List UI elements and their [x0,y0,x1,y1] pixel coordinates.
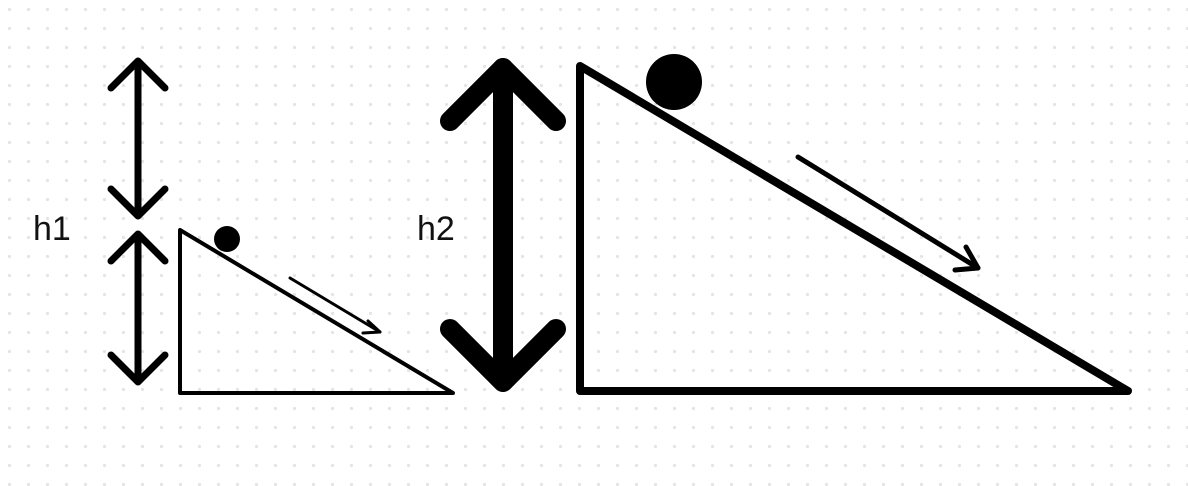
small-height-lower-arrowhead-bottom [107,351,169,386]
large-ramp-motion-arrow-shaft [795,154,981,271]
small-height-upper-arrowhead-top [107,57,169,92]
large-height-arrowhead-top [440,58,566,131]
large-height-arrowhead-bottom [440,319,566,392]
small-ramp-motion-arrowhead [361,319,382,335]
large-ramp-group [440,54,1132,395]
small-height-lower-arrowhead-top [107,230,169,265]
large-ramp-triangle [576,62,1132,395]
small-height-upper-arrowhead-bottom [107,185,169,220]
small-ramp-ball [214,226,240,252]
small-ramp-group [107,57,455,395]
large-ramp-ball [646,54,702,110]
large-ramp-motion-arrowhead [952,244,981,273]
height-label-h2: h2 [417,210,455,248]
height-label-h1: h1 [33,210,71,248]
small-ramp-triangle [178,228,455,395]
small-ramp-motion-arrow-shaft [288,276,382,334]
